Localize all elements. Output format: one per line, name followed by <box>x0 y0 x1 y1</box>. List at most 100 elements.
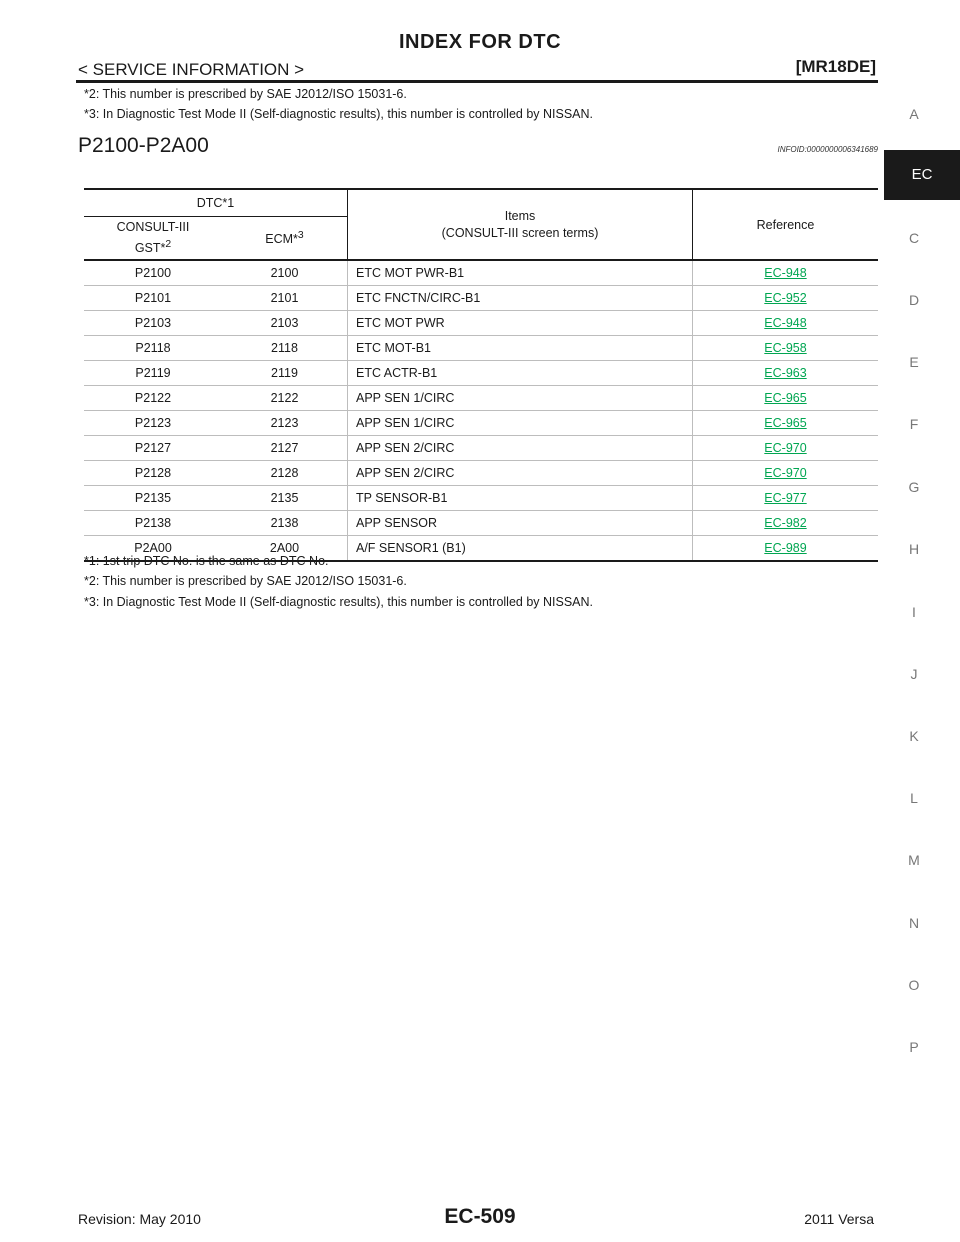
cell-ecm: 2135 <box>222 485 348 511</box>
cell-item: APP SENSOR <box>347 510 693 536</box>
cell-consult: P2122 <box>84 385 222 411</box>
table-row: P2101 2101 ETC FNCTN/CIRC-B1 EC-952 <box>84 285 878 311</box>
reference-link[interactable]: EC-989 <box>764 541 807 555</box>
header-dtc: DTC*1 <box>84 188 348 217</box>
cell-item: ETC MOT PWR-B1 <box>347 259 693 286</box>
cell-ref: EC-948 <box>692 259 878 286</box>
cell-item: APP SEN 1/CIRC <box>347 410 693 436</box>
header-rule <box>76 80 878 83</box>
table-row: P2103 2103 ETC MOT PWR EC-948 <box>84 310 878 336</box>
table-row: P2138 2138 APP SENSOR EC-982 <box>84 510 878 536</box>
cell-ref: EC-970 <box>692 435 878 461</box>
cell-ref: EC-982 <box>692 510 878 536</box>
tab-h[interactable]: H <box>908 541 920 557</box>
bottom-note-3: *3: In Diagnostic Test Mode II (Self-dia… <box>84 595 594 609</box>
tab-d[interactable]: D <box>908 292 920 308</box>
tab-j[interactable]: J <box>910 666 918 682</box>
reference-link[interactable]: EC-970 <box>764 466 807 480</box>
header-consult-line1: CONSULT-III <box>116 219 190 234</box>
cell-ecm: 2127 <box>222 435 348 461</box>
cell-consult: P2128 <box>84 460 222 486</box>
cell-ref: EC-948 <box>692 310 878 336</box>
table-row: P2A00 2A00 A/F SENSOR1 (B1) EC-989 <box>84 535 878 562</box>
tab-f[interactable]: F <box>909 416 919 432</box>
reference-link[interactable]: EC-963 <box>764 366 807 380</box>
table-row: P2118 2118 ETC MOT-B1 EC-958 <box>84 335 878 361</box>
section-title: P2100-P2A00 <box>78 134 209 157</box>
dtc-table: DTC*1 Items (CONSULT-III screen terms) R… <box>84 188 878 562</box>
header-consult-sup: 2 <box>165 238 172 250</box>
tab-p[interactable]: P <box>909 1039 919 1055</box>
cell-ecm: 2A00 <box>222 535 348 562</box>
info-id: INFOID:0000000006341689 <box>777 145 878 154</box>
reference-link[interactable]: EC-965 <box>764 416 807 430</box>
table-row: P2123 2123 APP SEN 1/CIRC EC-965 <box>84 410 878 436</box>
tab-e[interactable]: E <box>909 354 919 370</box>
tab-c[interactable]: C <box>908 230 920 246</box>
cell-consult: P2A00 <box>84 535 222 562</box>
cell-ecm: 2123 <box>222 410 348 436</box>
cell-consult: P2138 <box>84 510 222 536</box>
cell-ecm: 2103 <box>222 310 348 336</box>
header-reference: Reference <box>692 188 878 260</box>
cell-consult: P2127 <box>84 435 222 461</box>
tab-g[interactable]: G <box>908 479 920 495</box>
tab-o[interactable]: O <box>908 977 920 993</box>
cell-ref: EC-965 <box>692 410 878 436</box>
cell-consult: P2100 <box>84 259 222 286</box>
header-ecm-text: ECM* <box>265 232 298 247</box>
cell-consult: P2119 <box>84 360 222 386</box>
table-row: P2100 2100 ETC MOT PWR-B1 EC-948 <box>84 259 878 286</box>
header-ecm: ECM*3 <box>222 217 348 261</box>
bottom-note-2: *2: This number is prescribed by SAE J20… <box>84 574 407 588</box>
cell-ref: EC-965 <box>692 385 878 411</box>
table-row: P2122 2122 APP SEN 1/CIRC EC-965 <box>84 385 878 411</box>
cell-ecm: 2122 <box>222 385 348 411</box>
tab-a[interactable]: A <box>909 106 919 122</box>
cell-ref: EC-977 <box>692 485 878 511</box>
tab-i[interactable]: I <box>912 604 916 620</box>
reference-link[interactable]: EC-948 <box>764 266 807 280</box>
cell-ref: EC-970 <box>692 460 878 486</box>
tab-k[interactable]: K <box>909 728 919 744</box>
cell-consult: P2123 <box>84 410 222 436</box>
page-title: INDEX FOR DTC <box>398 31 562 53</box>
cell-ecm: 2101 <box>222 285 348 311</box>
cell-consult: P2101 <box>84 285 222 311</box>
tab-l[interactable]: L <box>910 790 918 806</box>
reference-link[interactable]: EC-965 <box>764 391 807 405</box>
cell-ref: EC-989 <box>692 535 878 562</box>
cell-item: ETC MOT-B1 <box>347 335 693 361</box>
reference-link[interactable]: EC-948 <box>764 316 807 330</box>
bottom-note-1: *1: 1st trip DTC No. is the same as DTC … <box>84 554 329 568</box>
table-row: P2135 2135 TP SENSOR-B1 EC-977 <box>84 485 878 511</box>
header-ecm-sup: 3 <box>297 230 304 242</box>
tab-m[interactable]: M <box>908 852 920 868</box>
cell-item: A/F SENSOR1 (B1) <box>347 535 693 562</box>
cell-ref: EC-958 <box>692 335 878 361</box>
table-row: P2127 2127 APP SEN 2/CIRC EC-970 <box>84 435 878 461</box>
reference-link[interactable]: EC-958 <box>764 341 807 355</box>
cell-item: ETC MOT PWR <box>347 310 693 336</box>
header-items-line1: Items <box>504 208 536 223</box>
reference-link[interactable]: EC-970 <box>764 441 807 455</box>
cell-consult: P2103 <box>84 310 222 336</box>
header-consult-line2: GST* <box>134 241 166 256</box>
tab-ec[interactable]: EC <box>884 150 960 200</box>
reference-link[interactable]: EC-977 <box>764 491 807 505</box>
cell-item: APP SEN 2/CIRC <box>347 435 693 461</box>
cell-item: ETC ACTR-B1 <box>347 360 693 386</box>
cell-item: ETC FNCTN/CIRC-B1 <box>347 285 693 311</box>
cell-ref: EC-952 <box>692 285 878 311</box>
reference-link[interactable]: EC-952 <box>764 291 807 305</box>
section-header: < SERVICE INFORMATION > <box>78 60 305 79</box>
reference-link[interactable]: EC-982 <box>764 516 807 530</box>
tab-n[interactable]: N <box>908 915 920 931</box>
cell-ref: EC-963 <box>692 360 878 386</box>
cell-item: TP SENSOR-B1 <box>347 485 693 511</box>
cell-consult: P2135 <box>84 485 222 511</box>
footer-page-number: EC-509 <box>444 1205 516 1228</box>
header-items-line2: (CONSULT-III screen terms) <box>441 225 599 240</box>
footer-revision: Revision: May 2010 <box>78 1211 201 1227</box>
cell-consult: P2118 <box>84 335 222 361</box>
